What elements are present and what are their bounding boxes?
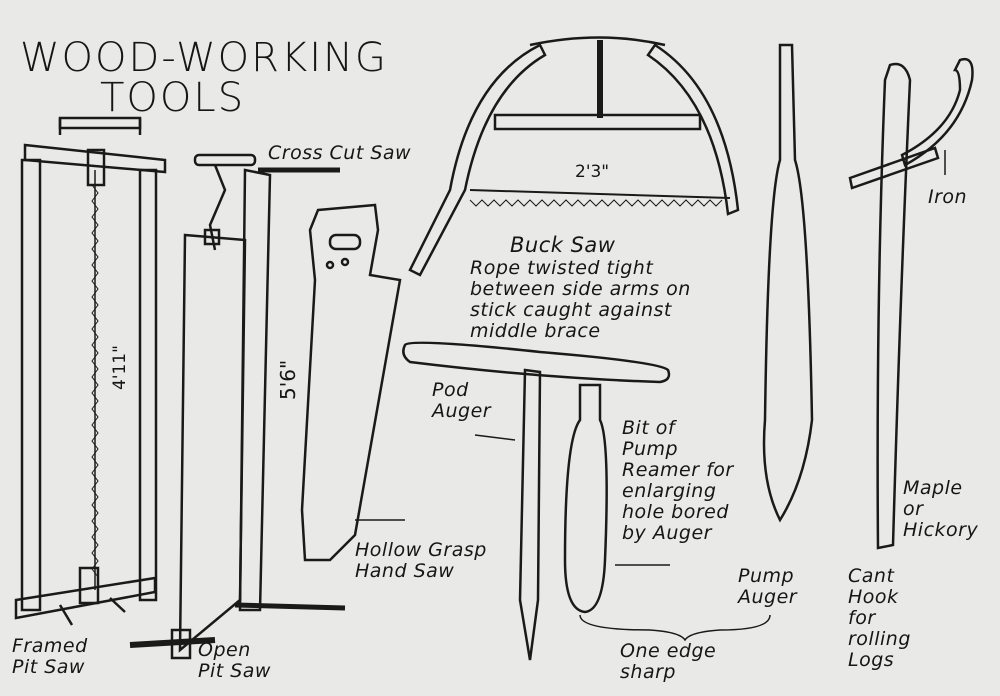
long-blade-drawing (762, 43, 814, 523)
buck-saw-drawing (408, 36, 740, 277)
open-pit-saw-drawing (129, 153, 346, 660)
label-hollow-grasp-hand-saw: Hollow Grasp Hand Saw (355, 539, 487, 582)
label-cant-hook: Cant Hook for rolling Logs (848, 565, 911, 671)
label-iron: Iron (928, 186, 968, 208)
title-line-2: TOOLS (100, 75, 246, 121)
label-open-pit-saw-dimension: 5'6" (276, 359, 300, 400)
label-buck-saw-dimension: 2'3" (575, 162, 610, 182)
label-maple-or-hickory: Maple or Hickory (903, 477, 979, 541)
title-line-1: WOOD-WORKING (20, 35, 388, 81)
label-pump-auger: Pump Auger (738, 565, 798, 608)
label-open-pit-saw: Open Pit Saw (198, 639, 271, 682)
label-one-edge-sharp: One edge sharp (620, 640, 717, 683)
label-framed-pit-saw: Framed Pit Saw (12, 635, 88, 678)
cant-hook-drawing (848, 57, 974, 550)
label-framed-pit-saw-dimension: 4'11" (110, 345, 130, 390)
label-buck-saw-note: Rope twisted tight between side arms on … (470, 257, 691, 342)
framed-pit-saw-drawing (14, 116, 167, 626)
label-cross-cut-saw: Cross Cut Saw (268, 142, 412, 164)
pod-auger-drawing (402, 341, 671, 661)
label-reamer-note: Bit of Pump Reamer for enlarging hole bo… (622, 417, 734, 544)
label-pod-auger: Pod Auger (432, 379, 492, 422)
arrows (355, 150, 946, 642)
label-buck-saw: Buck Saw (510, 233, 616, 257)
hollow-grasp-hand-saw-drawing (300, 203, 402, 562)
